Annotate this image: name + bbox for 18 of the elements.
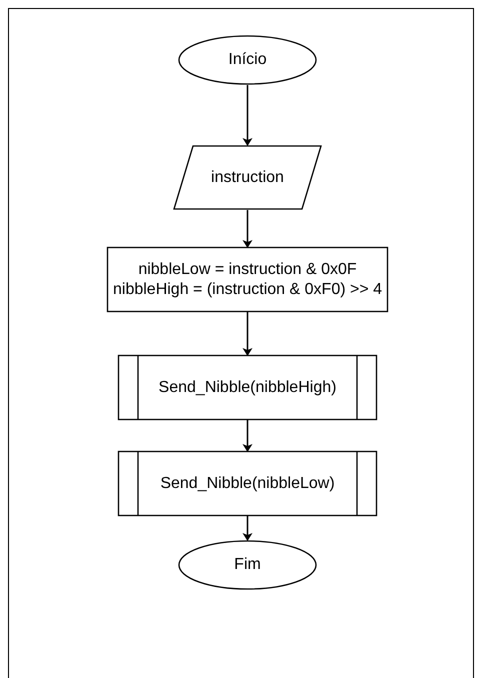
node-text: Início bbox=[228, 50, 267, 70]
arrow bbox=[242, 210, 252, 248]
node-text: nibbleHigh = (instruction & 0xF0) >> 4 bbox=[112, 280, 382, 300]
arrow bbox=[242, 85, 252, 146]
subroutine-box bbox=[118, 355, 377, 420]
input-parallelogram bbox=[173, 145, 322, 210]
node-text: Send_Nibble(nibbleHigh) bbox=[158, 378, 336, 398]
arrow bbox=[242, 312, 252, 356]
node-text: Fim bbox=[234, 555, 261, 575]
node-text: nibbleLow = instruction & 0x0F bbox=[138, 260, 357, 280]
arrow bbox=[242, 420, 252, 452]
process-box bbox=[107, 247, 388, 312]
arrow bbox=[242, 516, 252, 541]
subroutine-box bbox=[118, 451, 377, 516]
terminal-ellipse bbox=[178, 540, 317, 590]
terminal-ellipse bbox=[178, 35, 317, 85]
node-text: Send_Nibble(nibbleLow) bbox=[160, 474, 335, 494]
node-text: instruction bbox=[211, 168, 284, 188]
